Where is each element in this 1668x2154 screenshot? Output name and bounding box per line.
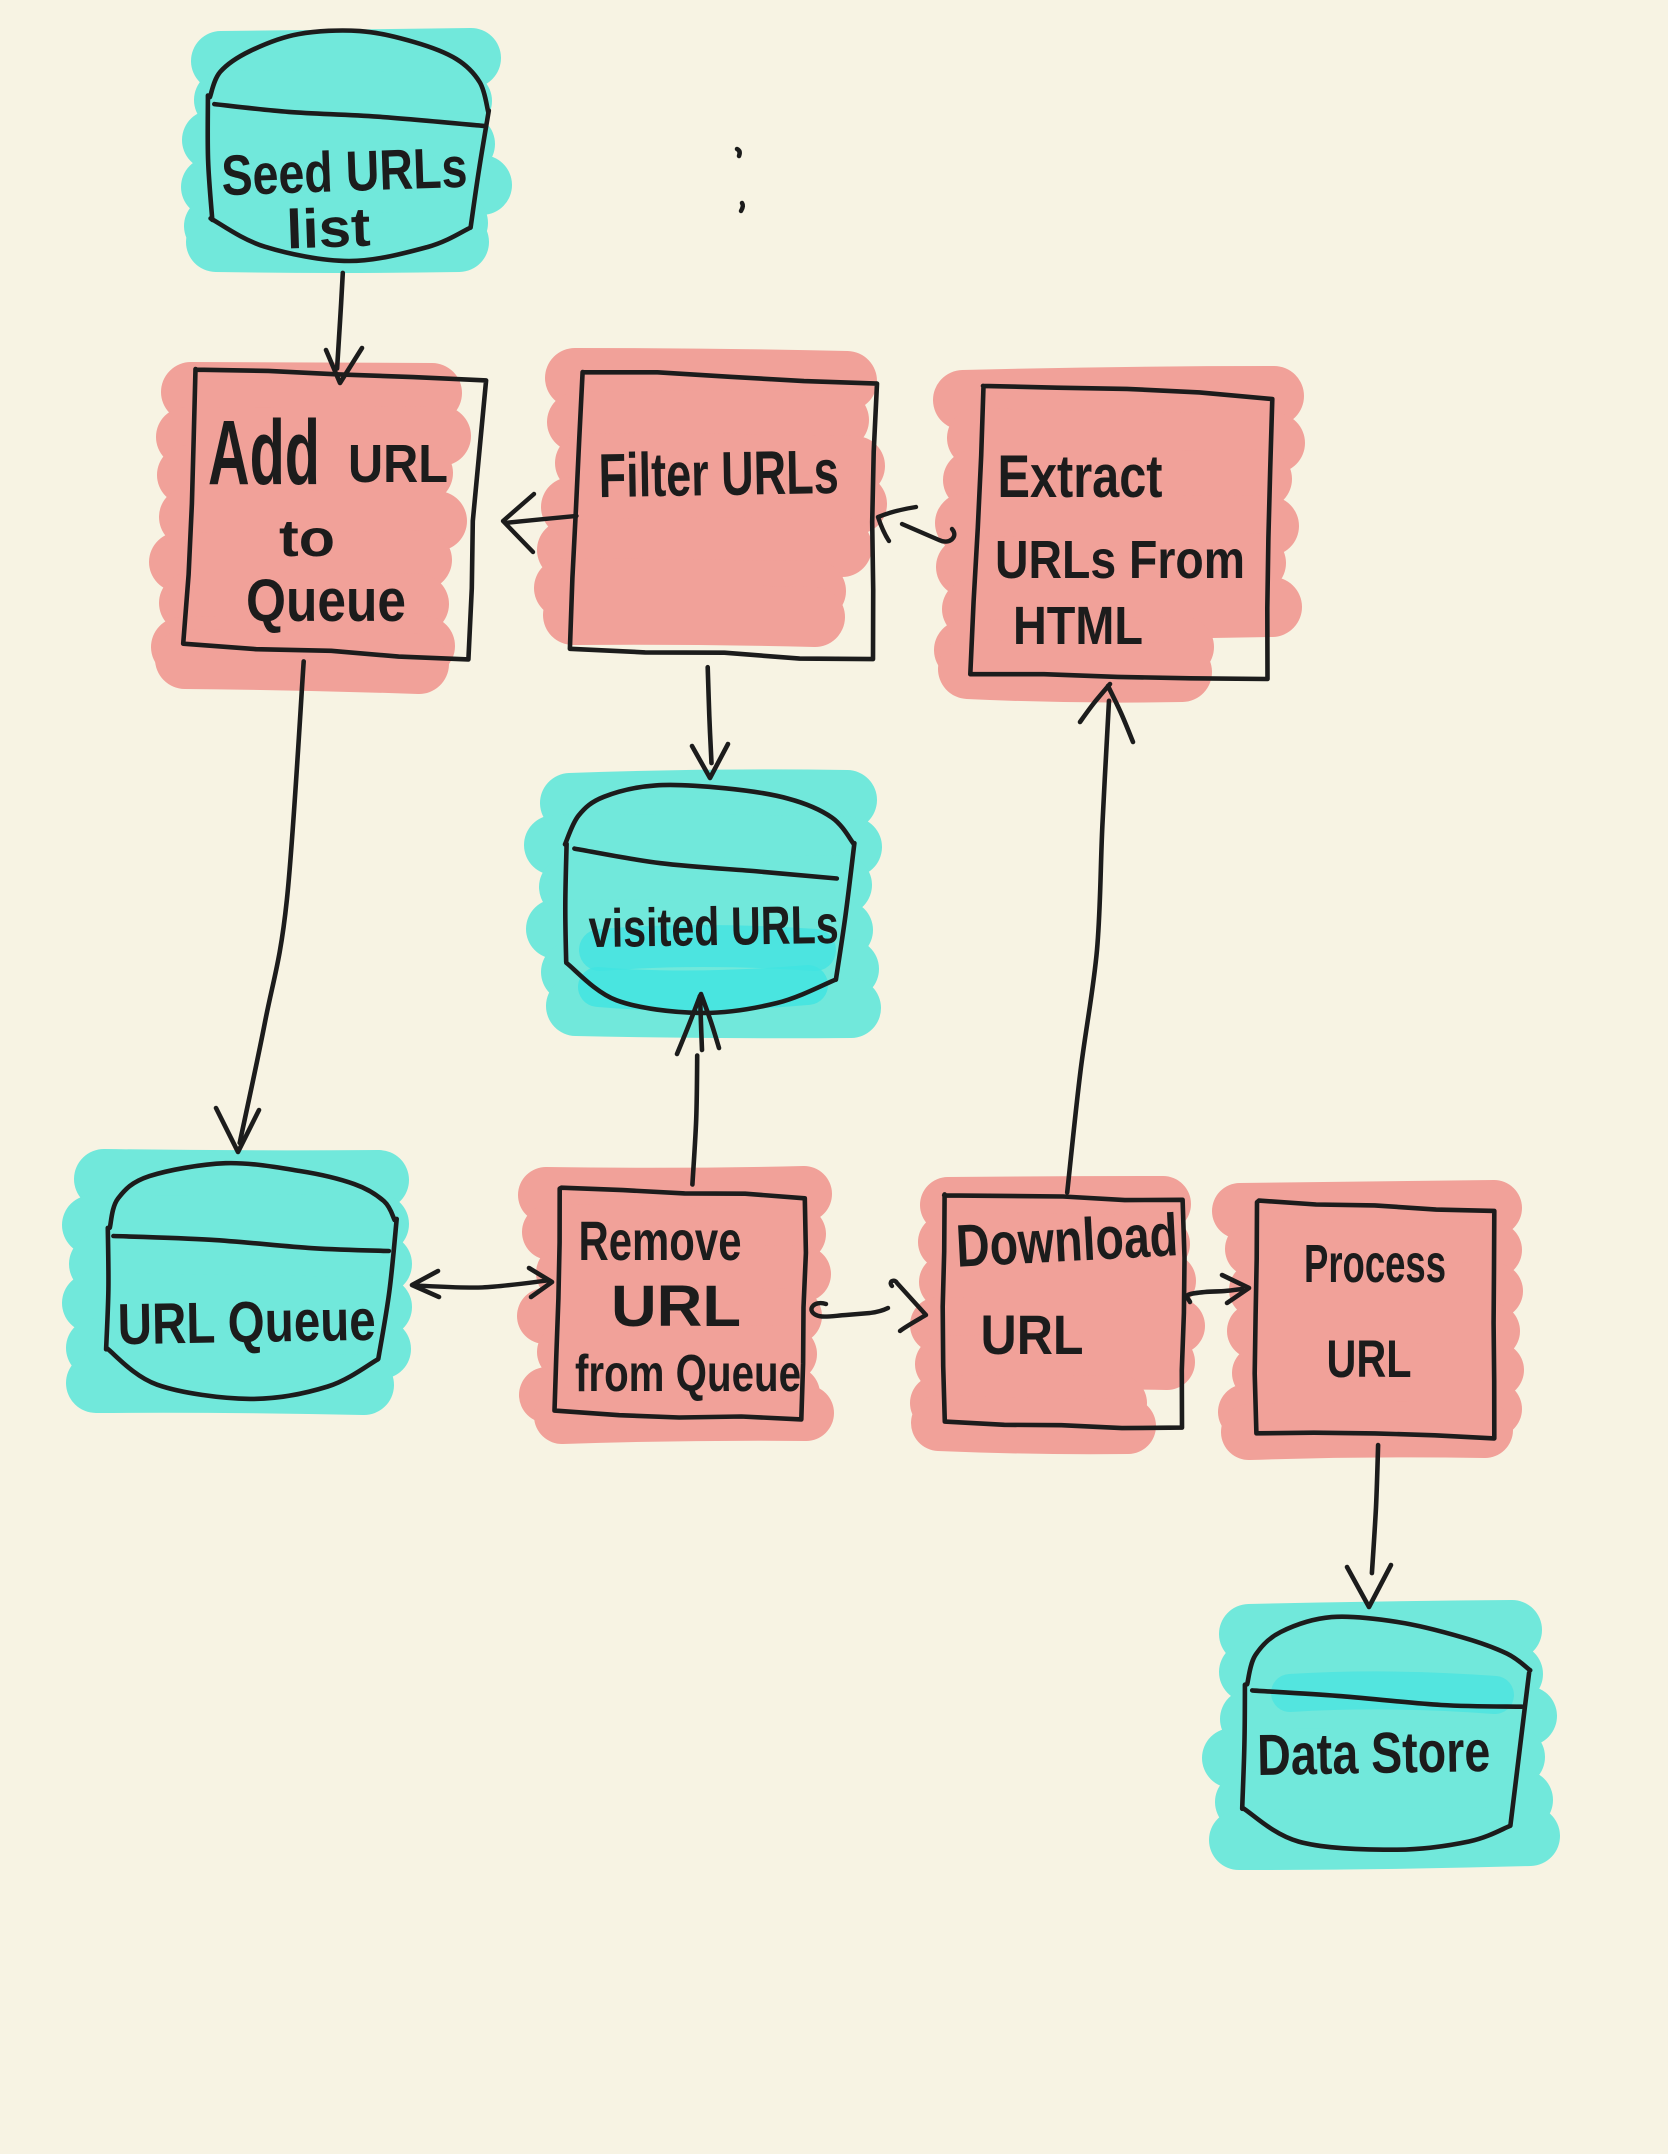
- svg-text:list: list: [285, 196, 371, 261]
- svg-text:Seed URLs: Seed URLs: [220, 136, 468, 209]
- svg-text:to: to: [279, 510, 335, 568]
- svg-text:Add: Add: [208, 402, 320, 504]
- svg-text:Extract: Extract: [998, 443, 1163, 510]
- svg-text:from Queue: from Queue: [575, 1345, 801, 1403]
- svg-text:Process: Process: [1304, 1234, 1446, 1294]
- svg-text:visited URLs: visited URLs: [588, 895, 839, 959]
- svg-text:URL Queue: URL Queue: [117, 1288, 376, 1357]
- svg-text:Remove: Remove: [579, 1209, 742, 1272]
- svg-text:URL: URL: [981, 1303, 1084, 1366]
- svg-text:Download: Download: [954, 1201, 1179, 1280]
- svg-text:URL: URL: [1327, 1330, 1412, 1389]
- svg-text:URLs From: URLs From: [995, 530, 1245, 590]
- svg-text:Queue: Queue: [246, 567, 406, 634]
- svg-text:HTML: HTML: [1013, 596, 1143, 656]
- svg-text:URL: URL: [611, 1274, 741, 1339]
- svg-text:Data Store: Data Store: [1257, 1719, 1491, 1788]
- svg-text:Filter URLs: Filter URLs: [598, 438, 839, 511]
- svg-text:URL: URL: [348, 434, 448, 494]
